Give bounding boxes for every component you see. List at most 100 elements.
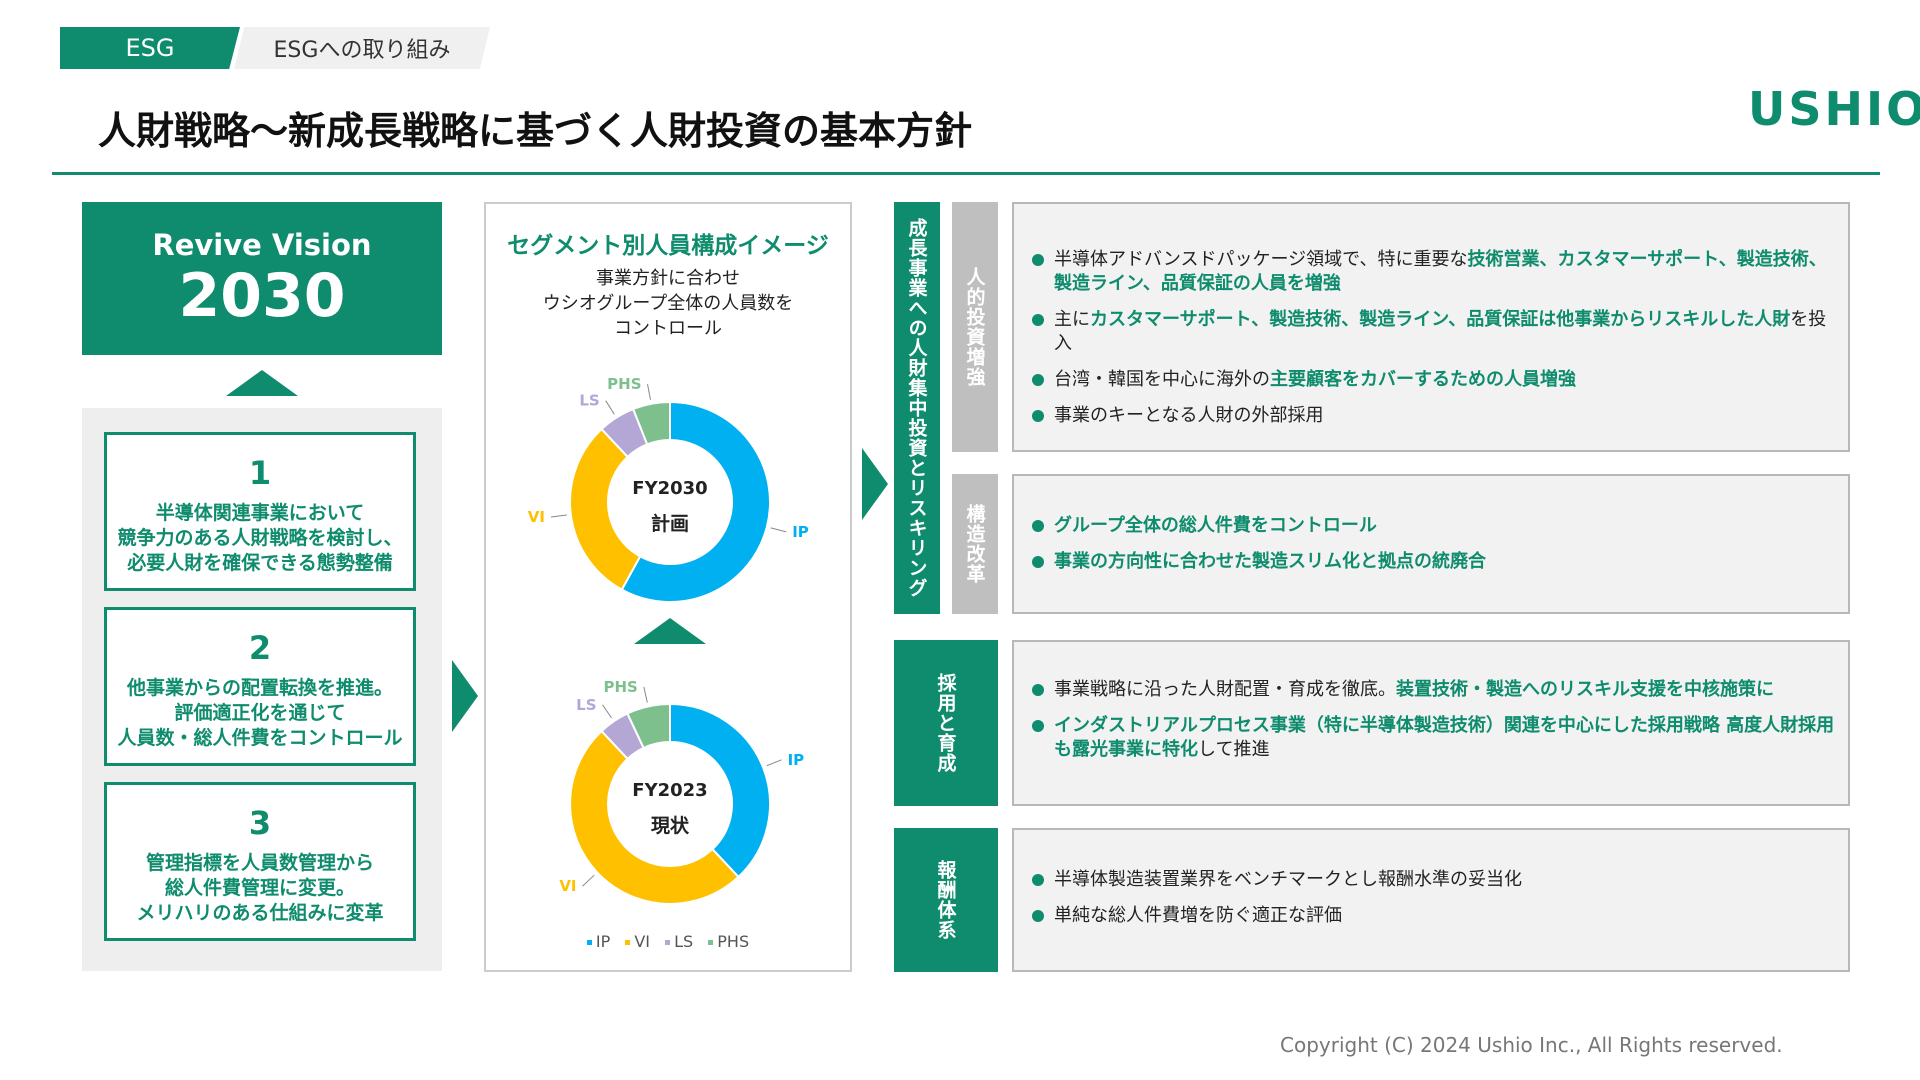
policy-card-3: 3 管理指標を人員数管理から 総人件費管理に変更。 メリハリのある仕組みに変革 <box>104 782 416 941</box>
bullet-item: 主にカスタマーサポート、製造技術、製造ライン、品質保証は他事業からリスキルした人… <box>1026 308 1836 356</box>
legend-label: IP <box>595 932 611 951</box>
bullet-item: 事業戦略に沿った人財配置・育成を徹底。装置技術・製造へのリスキル支援を中核施策に <box>1026 678 1836 702</box>
policy-text-line: 競争力のある人財戦略を検討し、 <box>117 527 403 549</box>
donut-slice-phs <box>626 702 671 750</box>
bullet-dot-icon <box>1032 684 1044 696</box>
segment-composition-panel: セグメント別人員構成イメージ 事業方針に合わせ ウシオグループ全体の人員数を コ… <box>484 202 852 972</box>
policy-text-line: メリハリのある仕組みに変革 <box>136 902 384 924</box>
donut-slice-ip <box>620 400 771 603</box>
compensation-text: 報酬体系 <box>934 860 957 940</box>
copyright-text: Copyright (C) 2024 Ushio Inc., All Right… <box>1280 1033 1783 1057</box>
structural-reform-text: 構造改革 <box>963 504 986 584</box>
policy-panel: 1 半導体関連事業において 競争力のある人財戦略を検討し、 必要人財を確保できる… <box>82 408 442 971</box>
body-text: 事業戦略に沿った人財配置・育成を徹底。 <box>1054 679 1396 700</box>
bullet-dot-icon <box>1032 520 1044 532</box>
policy-number: 1 <box>248 454 272 492</box>
vision-year: 2030 <box>178 261 346 331</box>
bullet-list: 半導体製造装置業界をベンチマークとし報酬水準の妥当化単純な総人件費増を防ぐ適正な… <box>1026 868 1836 940</box>
policy-card-2: 2 他事業からの配置転換を推進。 評価適正化を通じて 人員数・総人件費をコントロ… <box>104 607 416 766</box>
tab-esg[interactable]: ESG <box>60 27 240 69</box>
leader-line <box>770 527 787 533</box>
highlight-text: カスタマーサポート、製造技術、製造ライン、品質保証は他事業からリスキルした人財 <box>1090 309 1791 330</box>
tab-esg-label: ESG <box>125 34 175 62</box>
leader-line <box>602 704 612 719</box>
up-arrow-icon <box>634 618 706 644</box>
compensation-box: 半導体製造装置業界をベンチマークとし報酬水準の妥当化単純な総人件費増を防ぐ適正な… <box>1012 828 1850 972</box>
bullet-dot-icon <box>1032 314 1044 326</box>
policy-text-line: 総人件費管理に変更。 <box>164 877 355 899</box>
leader-line <box>647 384 652 400</box>
leader-line <box>643 686 648 703</box>
donut-slice-ip <box>669 702 771 879</box>
fy2030-status-label: 計画 <box>651 512 689 535</box>
donut-slice-vi <box>569 729 740 905</box>
leader-line <box>582 874 595 887</box>
legend-label: PHS <box>717 932 750 951</box>
legend-label: VI <box>634 932 651 951</box>
bullet-dot-icon <box>1032 720 1044 732</box>
up-arrow-icon <box>226 370 298 396</box>
bullet-list: 半導体アドバンスドパッケージ領域で、特に重要な技術営業、カスタマーサポート、製造… <box>1026 248 1836 440</box>
page-title: 人財戦略～新成長戦略に基づく人財投資の基本方針 <box>98 109 973 153</box>
legend-item-phs: PHS <box>708 932 749 951</box>
fy2030-year-label: FY2030 <box>632 478 707 499</box>
policy-text-line: 管理指標を人員数管理から <box>145 852 374 874</box>
policy-text-line: 人員数・総人件費をコントロール <box>117 727 403 749</box>
bullet-item: 単純な総人件費増を防ぐ適正な評価 <box>1026 904 1836 928</box>
structural-reform-box: グループ全体の総人件費をコントロール事業の方向性に合わせた製造スリム化と拠点の統… <box>1012 474 1850 614</box>
slice-label-ip: IP <box>788 751 805 769</box>
policy-text-line: 他事業からの配置転換を推進。 <box>126 677 393 699</box>
body-text: を投入 <box>1054 309 1827 354</box>
highlight-text: グループ全体の総人件費をコントロール <box>1054 515 1377 536</box>
body-text: 主に <box>1054 309 1090 330</box>
body-text: 台湾・韓国を中心に海外の <box>1054 369 1270 390</box>
hiring-training-box: 事業戦略に沿った人財配置・育成を徹底。装置技術・製造へのリスキル支援を中核施策に… <box>1012 640 1850 806</box>
fy2023-status-label: 現状 <box>651 814 690 837</box>
human-investment-label: 人的投資増強 <box>952 202 998 452</box>
highlight-text: 装置技術・製造へのリスキル支援を中核施策に <box>1396 679 1774 700</box>
human-investment-text: 人的投資増強 <box>963 267 986 387</box>
title-divider <box>52 172 1880 175</box>
slice-label-phs: PHS <box>603 678 637 696</box>
slice-label-ip: IP <box>792 523 809 541</box>
highlight-text: 主要顧客をカバーするための人員増強 <box>1270 369 1576 390</box>
legend-item-vi: VI <box>625 932 650 951</box>
highlight-text: 技術営業、カスタマーサポート、製造技術、製造ライン、品質保証の人員を増強 <box>1054 249 1827 294</box>
policy-text-line: 必要人財を確保できる態勢整備 <box>127 552 393 574</box>
ushio-logo: USHIO <box>1748 82 1920 136</box>
leader-line <box>550 514 567 518</box>
bullet-dot-icon <box>1032 556 1044 568</box>
body-text: 半導体製造装置業界をベンチマークとし報酬水準の妥当化 <box>1054 869 1522 890</box>
bullet-item: グループ全体の総人件費をコントロール <box>1026 514 1836 538</box>
segment-subtitle: 事業方針に合わせ ウシオグループ全体の人員数を コントロール <box>542 268 794 339</box>
fy2023-year-label: FY2023 <box>632 780 707 801</box>
growth-investment-text: 成長事業への人財集中投資とリスキリング <box>905 218 928 598</box>
structural-reform-label: 構造改革 <box>952 474 998 614</box>
legend-item-ls: LS <box>665 932 693 951</box>
policy-number: 2 <box>248 629 272 667</box>
bullet-dot-icon <box>1032 910 1044 922</box>
leader-line <box>766 759 782 767</box>
right-arrow-icon <box>452 660 478 732</box>
slice-label-phs: PHS <box>607 375 641 393</box>
breadcrumb-esg-initiatives[interactable]: ESGへの取り組み <box>234 27 490 69</box>
body-text: 事業のキーとなる人財の外部採用 <box>1054 405 1324 426</box>
bullet-dot-icon <box>1032 254 1044 266</box>
bullet-dot-icon <box>1032 410 1044 422</box>
legend-item-ip: IP <box>586 932 611 951</box>
bullet-item: 半導体アドバンスドパッケージ領域で、特に重要な技術営業、カスタマーサポート、製造… <box>1026 248 1836 296</box>
growth-investment-label: 成長事業への人財集中投資とリスキリング <box>894 202 940 614</box>
body-text: 単純な総人件費増を防ぐ適正な評価 <box>1054 905 1342 926</box>
highlight-text: インダストリアルプロセス事業（特に半導体製造技術）関連を中心にした採用戦略 高度… <box>1054 715 1835 760</box>
slice-label-vi: VI <box>528 508 545 526</box>
hiring-training-label: 採用と育成 <box>894 640 998 806</box>
policy-text-line: 評価適正化を通じて <box>174 702 346 724</box>
policy-card-1: 1 半導体関連事業において 競争力のある人財戦略を検討し、 必要人財を確保できる… <box>104 432 416 591</box>
bullet-item: 事業のキーとなる人財の外部採用 <box>1026 404 1836 428</box>
bullet-list: 事業戦略に沿った人財配置・育成を徹底。装置技術・製造へのリスキル支援を中核施策に… <box>1026 678 1836 774</box>
policy-number: 3 <box>248 804 272 842</box>
donut-slice-vi <box>569 427 642 591</box>
legend-label: LS <box>674 932 694 951</box>
